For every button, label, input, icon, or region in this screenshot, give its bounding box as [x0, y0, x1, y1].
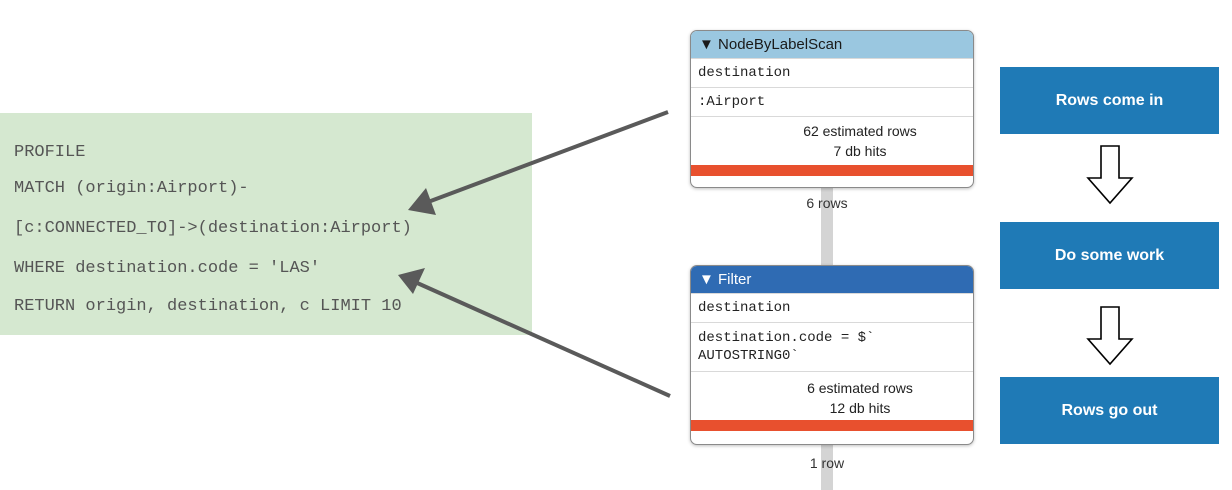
arrow-scan-to-code-head	[408, 188, 436, 215]
arrow-filter-to-code-head	[398, 268, 425, 294]
operator-scan-label: :Airport	[691, 87, 973, 116]
scan-rows-out: 6 rows	[806, 195, 848, 211]
step-rows-go-out: Rows go out	[1000, 377, 1219, 444]
operator-scan-estimated-rows: 62 estimated rows	[803, 123, 917, 139]
operator-filter-header[interactable]: ▼ Filter	[691, 266, 973, 293]
filter-rows-out: 1 row	[809, 455, 845, 471]
operator-filter-stats: 6 estimated rows 12 db hits	[691, 371, 973, 420]
operator-filter[interactable]: ▼ Filter destination destination.code = …	[690, 265, 974, 445]
operator-filter-variable: destination	[691, 293, 973, 322]
operator-node-by-label-scan[interactable]: ▼ NodeByLabelScan destination :Airport 6…	[690, 30, 974, 188]
operator-scan-db-hits: 7 db hits	[833, 143, 887, 159]
code-line-return: RETURN origin, destination, c LIMIT 10	[14, 297, 402, 316]
operator-scan-header[interactable]: ▼ NodeByLabelScan	[691, 31, 973, 58]
plan-connector-filter-out	[821, 443, 833, 490]
plan-connector-scan-filter	[821, 185, 833, 267]
step-rows-come-in: Rows come in	[1000, 67, 1219, 134]
arrow-filter-to-code	[414, 280, 671, 398]
operator-scan-hits-bar	[691, 165, 973, 176]
arrow-scan-to-code	[427, 110, 669, 204]
operator-filter-expression: destination.code = $` AUTOSTRING0`	[691, 322, 973, 371]
code-line-profile: PROFILE	[14, 143, 86, 162]
operator-filter-estimated-rows: 6 estimated rows	[807, 380, 913, 396]
query-code-box: PROFILE MATCH (origin:Airport)- [c:CONNE…	[0, 113, 532, 335]
code-line-where: WHERE destination.code = 'LAS'	[14, 259, 321, 278]
down-arrow-icon	[1086, 145, 1134, 205]
step-do-some-work: Do some work	[1000, 222, 1219, 289]
operator-scan-stats: 62 estimated rows 7 db hits	[691, 116, 973, 165]
operator-filter-hits-bar	[691, 420, 973, 431]
down-arrow-icon	[1086, 306, 1134, 366]
code-line-match: MATCH (origin:Airport)-	[14, 179, 249, 198]
code-line-relationship: [c:CONNECTED_TO]->(destination:Airport)	[14, 219, 412, 238]
operator-scan-variable: destination	[691, 58, 973, 87]
operator-filter-db-hits: 12 db hits	[829, 400, 891, 416]
